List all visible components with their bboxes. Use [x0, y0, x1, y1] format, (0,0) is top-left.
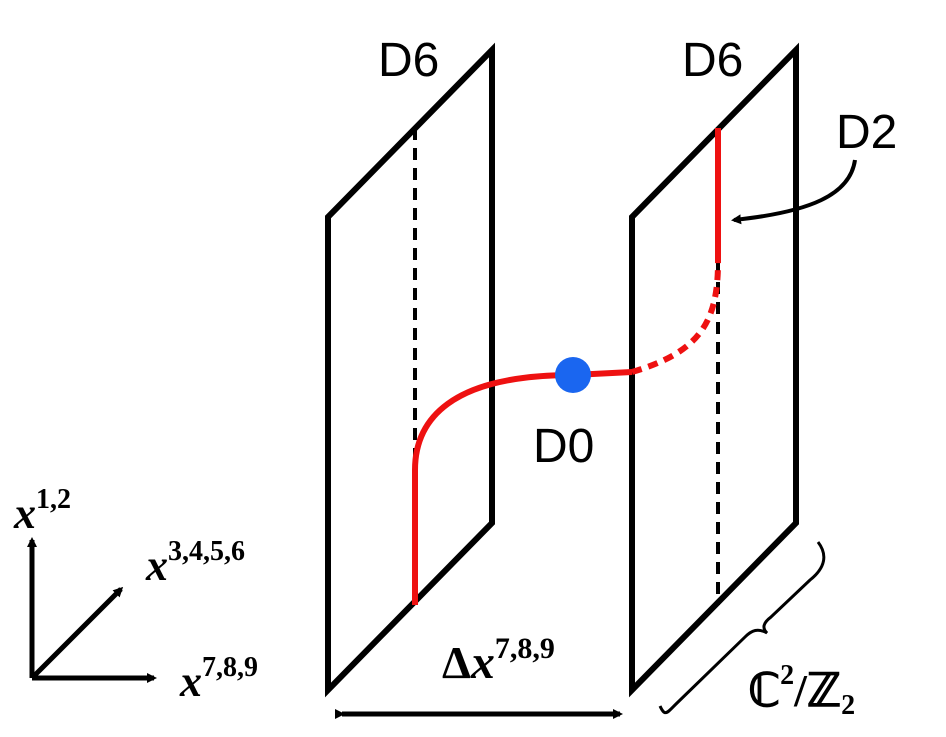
orbifold-brace: [658, 541, 826, 715]
axis-vertical-label: x1,2: [13, 484, 71, 538]
d2-string-dotted: [631, 261, 721, 375]
axis-horizontal-label: x7,8,9: [179, 652, 258, 706]
axis-diagonal-label: x3,4,5,6: [145, 536, 245, 590]
d2-string-left: [412, 372, 574, 605]
d2-pointer-arrow: [731, 159, 857, 225]
right-d6-brane: [629, 42, 799, 698]
d0-point: [555, 357, 591, 393]
left-d6-brane: [325, 42, 495, 698]
d2-label: D2: [836, 106, 897, 159]
left-d6-label: D6: [378, 34, 439, 87]
right-d6-label: D6: [682, 34, 743, 87]
orbifold-label: ℂ2/ℤ2: [748, 660, 855, 721]
separation-label: Δx7,8,9: [442, 632, 555, 689]
d0-label: D0: [533, 420, 594, 473]
axis-diagonal: [30, 586, 124, 680]
